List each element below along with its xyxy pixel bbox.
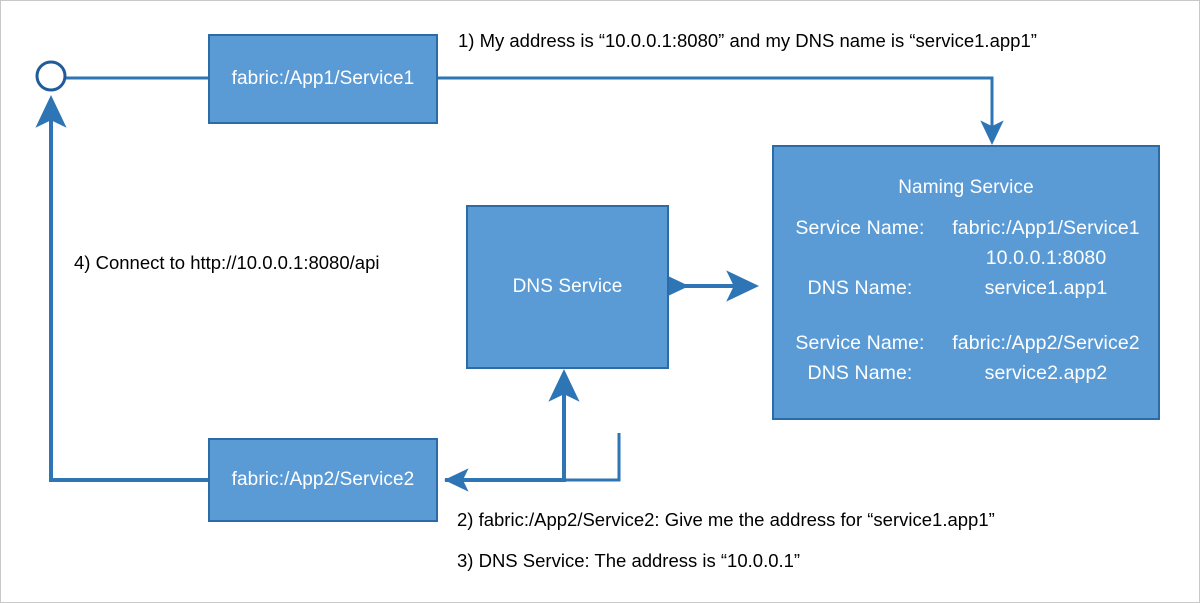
wire-dns-to-app2 (443, 433, 621, 492)
naming-row-key: Service Name: (795, 331, 925, 354)
naming-row-value: service2.app2 (984, 361, 1108, 384)
naming-row-value: fabric:/App1/Service1 (952, 217, 1140, 239)
naming-row-key: DNS Name: (807, 277, 913, 300)
node-naming-service[interactable]: Naming Service Service Name: fabric:/App… (772, 145, 1160, 420)
naming-row-key (786, 243, 934, 273)
naming-row-value: fabric:/App2/Service2 (952, 331, 1140, 354)
caption-step-1: 1) My address is “10.0.0.1:8080” and my … (458, 30, 1037, 51)
naming-entry-separator (786, 304, 1158, 328)
node-app1-service1[interactable]: fabric:/App1/Service1 (208, 34, 438, 124)
caption-step-4: 4) Connect to http://10.0.0.1:8080/api (74, 252, 380, 273)
naming-service-title: Naming Service (898, 177, 1034, 198)
node-app2-service2[interactable]: fabric:/App2/Service2 (208, 438, 438, 522)
naming-row: Service Name: fabric:/App2/Service2 (786, 328, 1158, 358)
caption-step-3: 3) DNS Service: The address is “10.0.0.1… (457, 550, 801, 571)
wire-app1-to-naming (438, 76, 1004, 146)
naming-row-value: 10.0.0.1:8080 (985, 247, 1107, 270)
naming-row-value: service1.app1 (984, 277, 1108, 300)
naming-row: DNS Name: service2.app2 (786, 358, 1158, 388)
naming-row-key: Service Name: (795, 217, 925, 239)
naming-row: DNS Name: service1.app1 (786, 273, 1158, 303)
endpoint-circle-icon (35, 60, 67, 92)
naming-row-key: DNS Name: (807, 361, 913, 384)
naming-service-entry-1: Service Name: fabric:/App1/Service1 10.0… (786, 213, 1158, 388)
wire-app2-to-dns (445, 368, 580, 482)
caption-step-2: 2) fabric:/App2/Service2: Give me the ad… (457, 509, 995, 530)
node-dns-service[interactable]: DNS Service (466, 205, 669, 369)
node-dns-label: DNS Service (512, 276, 623, 297)
naming-row: 10.0.0.1:8080 (786, 243, 1158, 273)
naming-row: Service Name: fabric:/App1/Service1 (786, 213, 1158, 243)
node-app1-label: fabric:/App1/Service1 (231, 68, 415, 89)
node-app2-label: fabric:/App2/Service2 (231, 469, 415, 490)
wire-app2-to-app1-loop (35, 94, 209, 482)
